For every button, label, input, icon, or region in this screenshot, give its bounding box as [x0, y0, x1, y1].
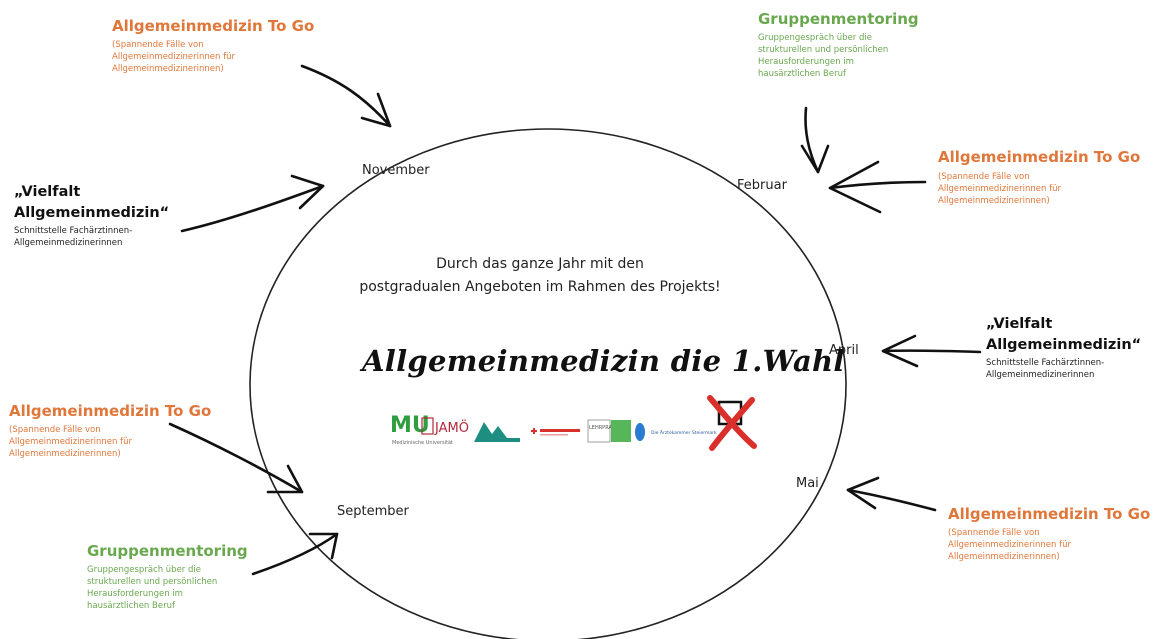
offer-description: Schnittstelle Fachärztinnen- Allgemeinme… [986, 358, 1105, 380]
center-intro: Durch das ganze Jahr mit den postgradual… [359, 256, 721, 295]
arrow-left-upper [180, 174, 325, 233]
offer-description: Gruppengespräch über die strukturellen u… [87, 565, 218, 611]
lehrpraxis-logo: LEHRPRAXIS [587, 419, 631, 443]
offer-title: Allgemeinmedizin To Go [938, 148, 1141, 166]
arrow-april [881, 334, 982, 368]
offer-bottom-left: Gruppenmentoring Gruppengespräch über di… [87, 542, 248, 612]
arrow-september-lower [251, 532, 339, 576]
center-headline: Allgemeinmedizin die 1.Wahl [362, 344, 845, 378]
offer-left-lower: Allgemeinmedizin To Go (Spannende Fälle … [9, 402, 211, 460]
month-februar: Februar [737, 178, 787, 193]
jamo-logo-text: JAMÖ [434, 419, 469, 436]
offer-top-right: Gruppenmentoring Gruppengespräch über di… [758, 10, 919, 80]
offer-right-lower: Allgemeinmedizin To Go (Spannende Fälle … [948, 505, 1150, 563]
year-circle [249, 128, 847, 639]
lehrpraxis-logo-text: LEHRPRAXIS [589, 425, 620, 431]
offer-description: Gruppengespräch über die strukturellen u… [758, 33, 889, 79]
arrow-februar-top [800, 106, 830, 174]
offer-title-line1: „Vielfalt [14, 184, 81, 200]
mountain-logo [474, 422, 520, 442]
offer-title: Gruppenmentoring [758, 10, 919, 28]
aerztekammer-logo-text: Die Ärztekammer Steiermark [651, 429, 717, 436]
month-september: September [337, 504, 409, 519]
partner-logos: MU Medizinische Universität JAMÖ LEHRPRA… [390, 395, 757, 451]
offer-left-middle: „Vielfalt Allgemeinmedizin“ Schnittstell… [14, 182, 169, 249]
offer-description: (Spannende Fälle von Allgemeinmedizineri… [948, 528, 1071, 562]
month-april: April [829, 343, 859, 358]
offer-description: (Spannende Fälle von Allgemeinmedizineri… [9, 425, 132, 459]
offer-right-upper: Allgemeinmedizin To Go (Spannende Fälle … [938, 148, 1140, 207]
arrow-mai [846, 476, 937, 512]
offer-right-middle: „Vielfalt Allgemeinmedizin“ Schnittstell… [986, 314, 1141, 381]
offer-title-line2: Allgemeinmedizin“ [986, 337, 1142, 353]
offer-top-left: Allgemeinmedizin To Go (Spannende Fälle … [112, 17, 314, 75]
red-cross-logo [531, 428, 580, 436]
offer-title-line1: „Vielfalt [986, 316, 1053, 332]
arrow-september-upper [168, 422, 304, 494]
arrow-november [300, 64, 392, 128]
offer-title: Allgemeinmedizin To Go [112, 17, 315, 35]
offer-description: (Spannende Fälle von Allgemeinmedizineri… [112, 40, 235, 74]
cross-mark-icon [707, 395, 757, 451]
offer-title: Allgemeinmedizin To Go [948, 505, 1151, 523]
offer-title-line2: Allgemeinmedizin“ [14, 205, 170, 221]
month-mai: Mai [796, 476, 819, 491]
offer-description: Schnittstelle Fachärztinnen- Allgemeinme… [14, 226, 133, 248]
offer-title: Gruppenmentoring [87, 542, 248, 560]
arrow-februar-right [828, 160, 927, 214]
jamo-logo: JAMÖ [421, 417, 469, 436]
mu-logo-subtext: Medizinische Universität [392, 440, 453, 446]
offer-description: (Spannende Fälle von Allgemeinmedizineri… [938, 172, 1061, 206]
aerztekammer-logo: Die Ärztekammer Steiermark [635, 423, 717, 441]
offer-title: Allgemeinmedizin To Go [9, 402, 212, 420]
month-november: November [362, 163, 430, 178]
